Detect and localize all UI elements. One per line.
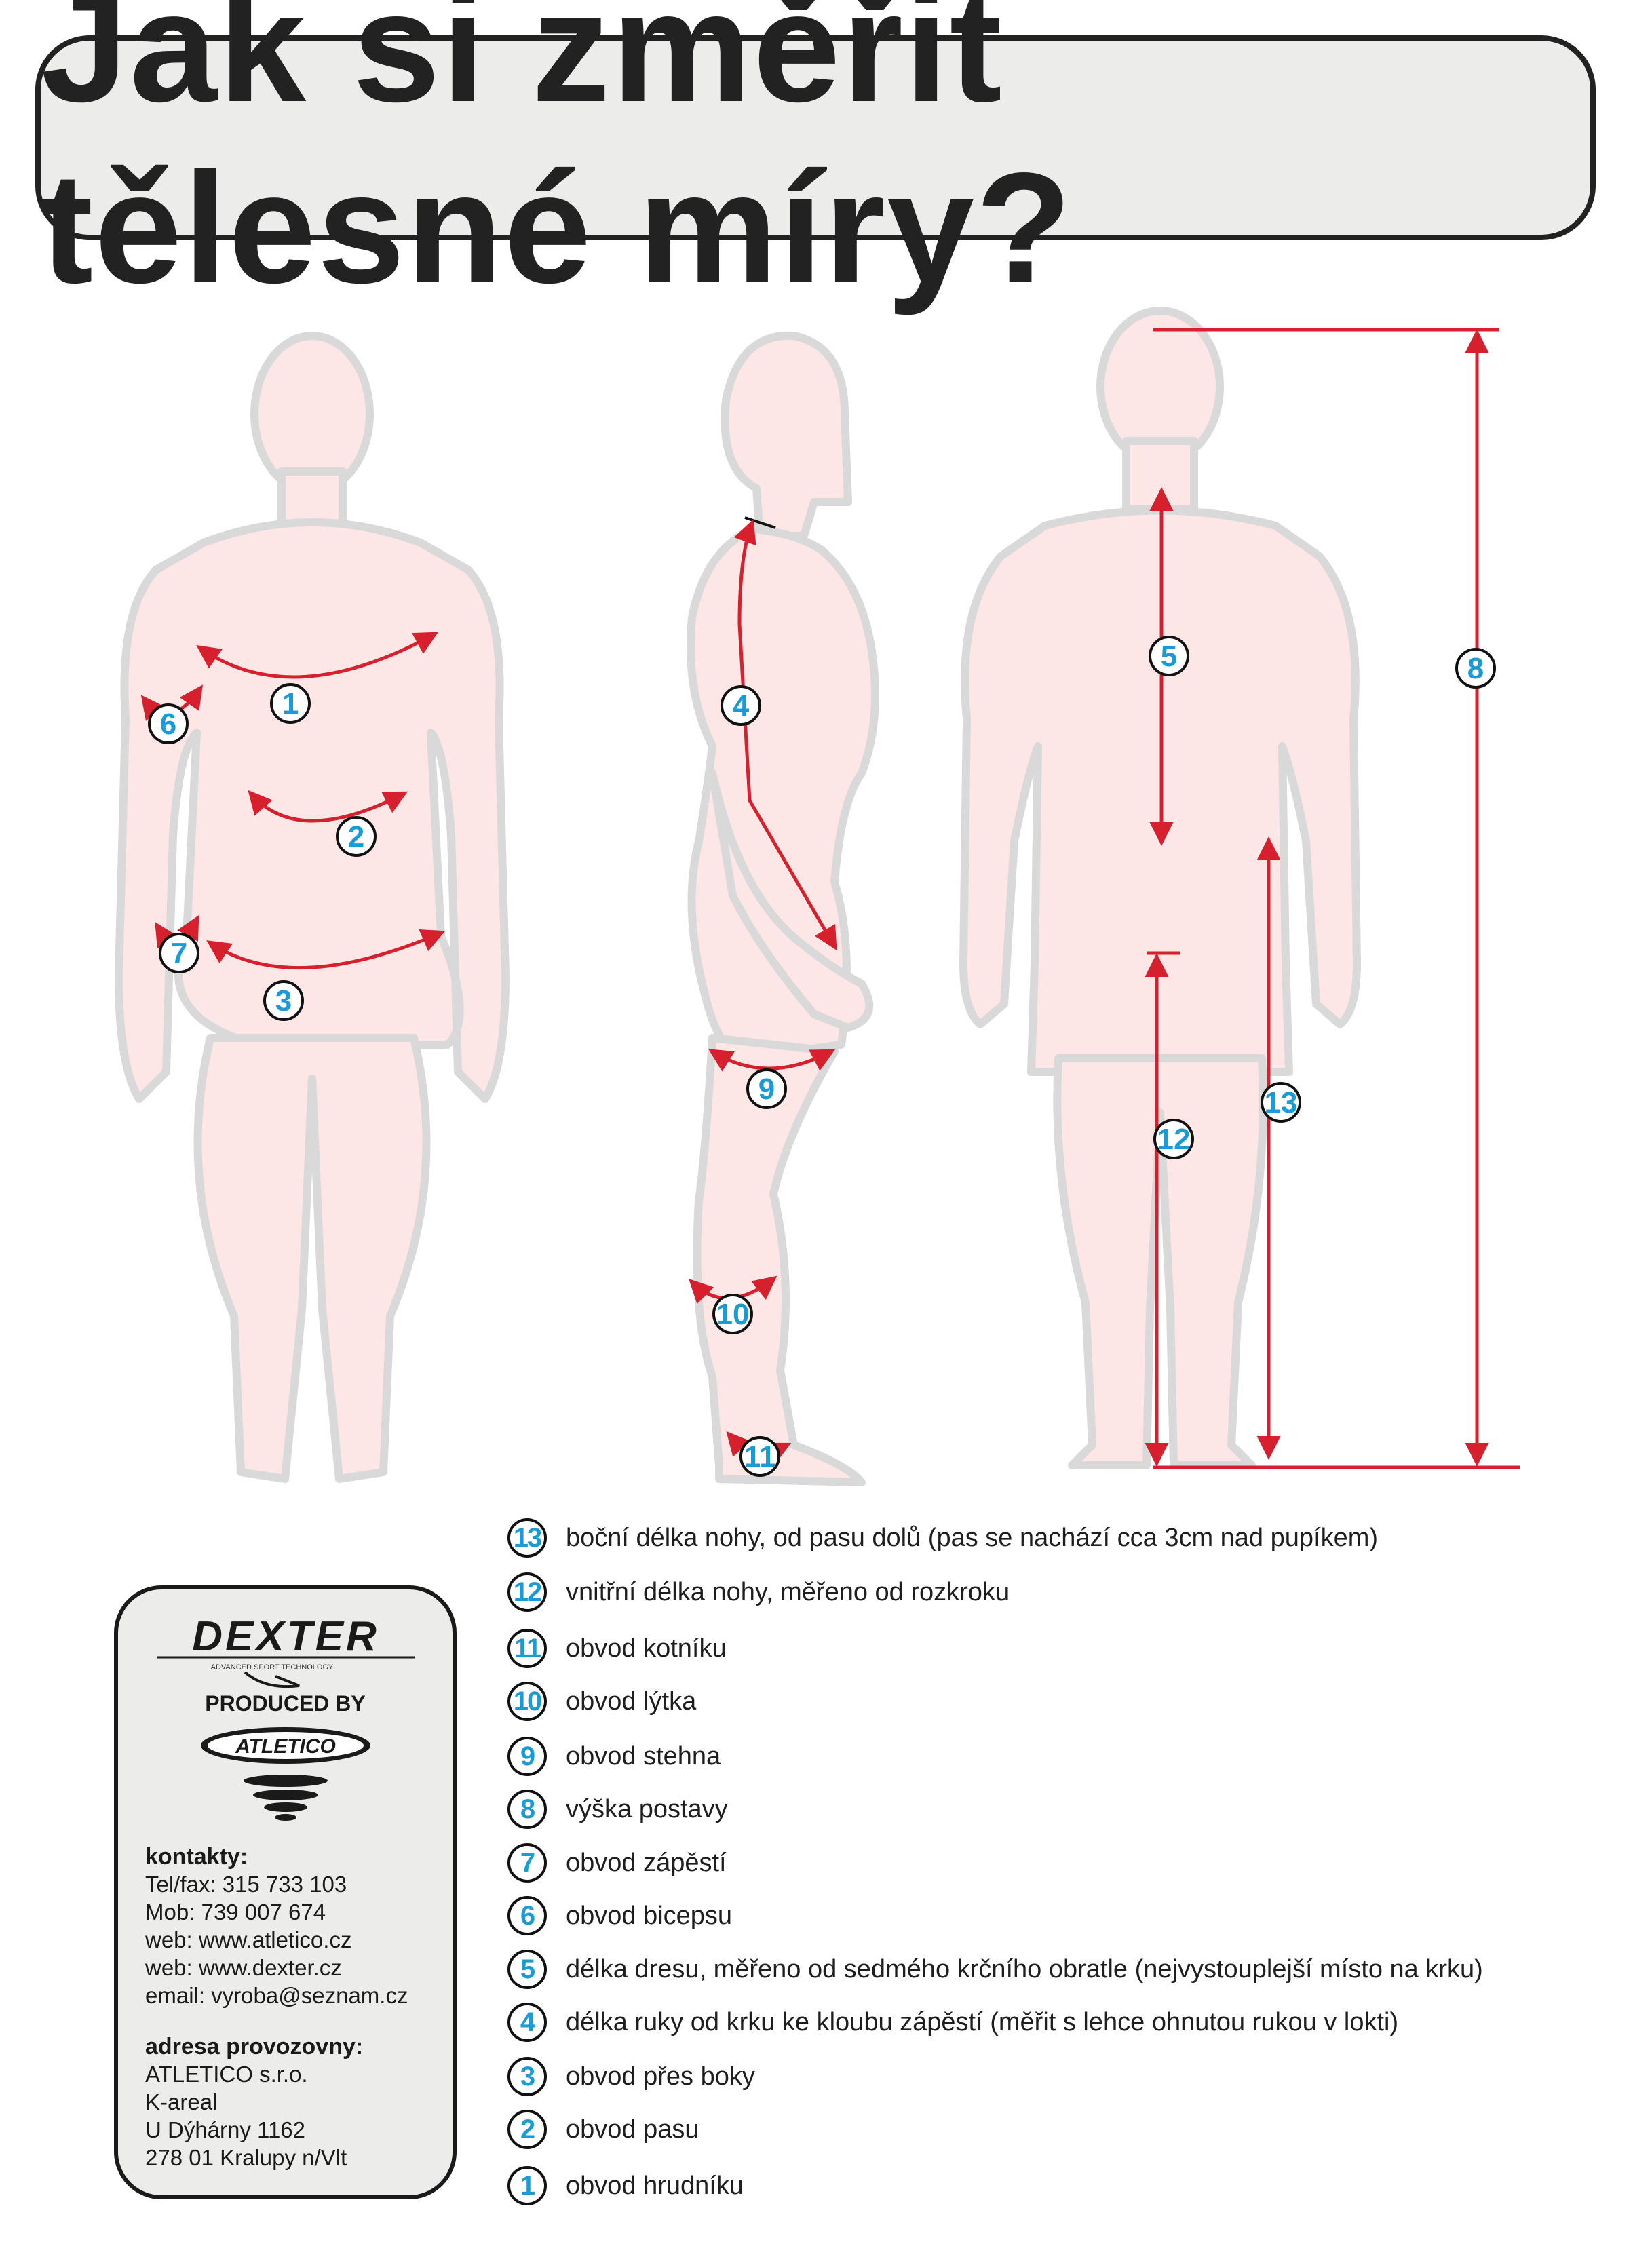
badge-4: 4 xyxy=(721,685,761,726)
legend-item: 2 obvod pasu xyxy=(507,2106,699,2153)
legend-label: obvod stehna xyxy=(566,1741,721,1771)
page-title: Jak si změřit tělesné míry? xyxy=(41,0,1073,316)
legend-item: 5 délka dresu, měřeno od sedmého krčního … xyxy=(507,1946,1483,1993)
svg-text:12: 12 xyxy=(1157,1123,1191,1156)
badge-2: 2 xyxy=(336,816,377,857)
legend-number-badge: 11 xyxy=(507,1629,547,1668)
number-badges: 1 2 3 4 5 6 7 8 9 10 11 12 13 xyxy=(148,636,1496,1477)
legend-item: 8 výška postavy xyxy=(507,1785,728,1833)
svg-text:8: 8 xyxy=(1467,652,1484,685)
svg-text:13: 13 xyxy=(1265,1086,1298,1119)
legend-item: 11 obvod kotníku xyxy=(507,1625,727,1672)
legend-number-badge: 2 xyxy=(507,2110,547,2149)
legend-label: obvod kotníku xyxy=(566,1634,727,1663)
badge-8: 8 xyxy=(1455,648,1496,689)
legend-label: obvod přes boky xyxy=(566,2062,755,2091)
legend-label: výška postavy xyxy=(566,1794,728,1823)
title-panel: Jak si změřit tělesné míry? xyxy=(35,0,1596,316)
contact-web-dexter: web: www.dexter.cz xyxy=(145,1955,342,1980)
legend-number-badge: 13 xyxy=(507,1518,547,1558)
legend-label: obvod zápěstí xyxy=(566,1848,727,1877)
svg-text:11: 11 xyxy=(744,1440,776,1473)
badge-11: 11 xyxy=(739,1436,780,1477)
address-line: 278 01 Kralupy n/Vlt xyxy=(145,2145,347,2170)
legend-label: obvod pasu xyxy=(566,2115,699,2144)
address-line: U Dýhárny 1162 xyxy=(145,2117,306,2142)
legend-number-badge: 9 xyxy=(507,1737,547,1776)
contact-card: DEXTER ADVANCED SPORT TECHNOLOGY PRODUCE… xyxy=(114,1585,457,2199)
atletico-logo: ATLETICO xyxy=(118,1725,453,1837)
brand-tagline: ADVANCED SPORT TECHNOLOGY xyxy=(210,1663,333,1672)
legend-number-badge: 6 xyxy=(507,1896,547,1935)
legend-item: 7 obvod zápěstí xyxy=(507,1839,727,1887)
back-body-figure xyxy=(959,307,1361,1469)
legend-item: 13 boční délka nohy, od pasu dolů (pas se… xyxy=(507,1514,1378,1562)
svg-text:4: 4 xyxy=(733,689,750,722)
svg-text:5: 5 xyxy=(1161,640,1177,673)
contact-phone: Tel/fax: 315 733 103 xyxy=(145,1872,347,1897)
contact-web-atletico: web: www.atletico.cz xyxy=(145,1927,352,1952)
dexter-logo: DEXTER ADVANCED SPORT TECHNOLOGY xyxy=(118,1610,453,1695)
badge-3: 3 xyxy=(263,980,304,1021)
badge-7: 7 xyxy=(159,933,199,973)
legend-item: 4 délka ruky od krku ke kloubu zápěstí (m… xyxy=(507,1999,1398,2046)
svg-text:3: 3 xyxy=(275,984,292,1018)
legend-item: 3 obvod přes boky xyxy=(507,2053,755,2100)
legend-number-badge: 7 xyxy=(507,1843,547,1882)
legend-number-badge: 1 xyxy=(507,2166,547,2205)
legend-number-badge: 5 xyxy=(507,1950,547,1989)
produced-by-label: PRODUCED BY xyxy=(205,1691,366,1716)
measurement-figures: 1 2 3 4 5 6 7 8 9 10 11 12 13 xyxy=(115,307,1520,1486)
legend-item: 9 obvod stehna xyxy=(507,1733,721,1780)
front-body-figure xyxy=(115,332,510,1483)
address-line: ATLETICO s.r.o. xyxy=(145,2062,308,2087)
svg-text:2: 2 xyxy=(348,820,364,853)
badge-9: 9 xyxy=(746,1068,787,1109)
brand-name: DEXTER xyxy=(192,1613,379,1660)
contact-email: email: vyroba@seznam.cz xyxy=(145,1983,408,2008)
chest-measure-arc xyxy=(196,632,439,679)
legend-item: 1 obvod hrudníku xyxy=(507,2162,744,2209)
legend-number-badge: 4 xyxy=(507,2003,547,2042)
legend-label: vnitřní délka nohy, měřeno od rozkroku xyxy=(566,1577,1010,1606)
svg-text:6: 6 xyxy=(160,708,176,741)
legend-label: délka dresu, měřeno od sedmého krčního o… xyxy=(566,1954,1483,1984)
svg-text:9: 9 xyxy=(758,1073,775,1106)
legend-label: boční délka nohy, od pasu dolů (pas se n… xyxy=(566,1523,1379,1552)
legend-label: obvod lýtka xyxy=(566,1686,697,1716)
legend-number-badge: 10 xyxy=(507,1682,547,1721)
contacts-heading: kontakty: xyxy=(145,1844,248,1870)
hips-measure-arc xyxy=(206,929,446,970)
badge-1: 1 xyxy=(270,683,311,724)
badge-13: 13 xyxy=(1261,1082,1301,1123)
arm-length-line xyxy=(733,519,837,951)
badge-6: 6 xyxy=(148,703,189,744)
legend-number-badge: 8 xyxy=(507,1790,547,1829)
waist-measure-arc xyxy=(248,790,408,823)
legend-label: obvod bicepsu xyxy=(566,1901,733,1930)
legend-item: 10 obvod lýtka xyxy=(507,1678,696,1725)
contact-mobile: Mob: 739 007 674 xyxy=(145,1899,326,1925)
thigh-measure-arc xyxy=(708,1049,836,1072)
badge-12: 12 xyxy=(1153,1119,1194,1159)
svg-text:7: 7 xyxy=(171,937,187,970)
badge-10: 10 xyxy=(712,1294,753,1334)
legend-item: 6 obvod bicepsu xyxy=(507,1892,732,1939)
address-heading: adresa provozovny: xyxy=(145,2034,364,2060)
legend-number-badge: 12 xyxy=(507,1572,547,1612)
badge-5: 5 xyxy=(1149,636,1189,676)
legend-label: obvod hrudníku xyxy=(566,2171,744,2200)
address-line: K-areal xyxy=(145,2089,218,2115)
svg-text:1: 1 xyxy=(282,687,299,720)
legend-number-badge: 3 xyxy=(507,2057,547,2096)
legend-item: 12 vnitřní délka nohy, měřeno od rozkroku xyxy=(507,1568,1010,1616)
svg-text:10: 10 xyxy=(716,1298,750,1331)
legend-label: délka ruky od krku ke kloubu zápěstí (mě… xyxy=(566,2007,1399,2036)
logo-text: ATLETICO xyxy=(235,1735,336,1758)
